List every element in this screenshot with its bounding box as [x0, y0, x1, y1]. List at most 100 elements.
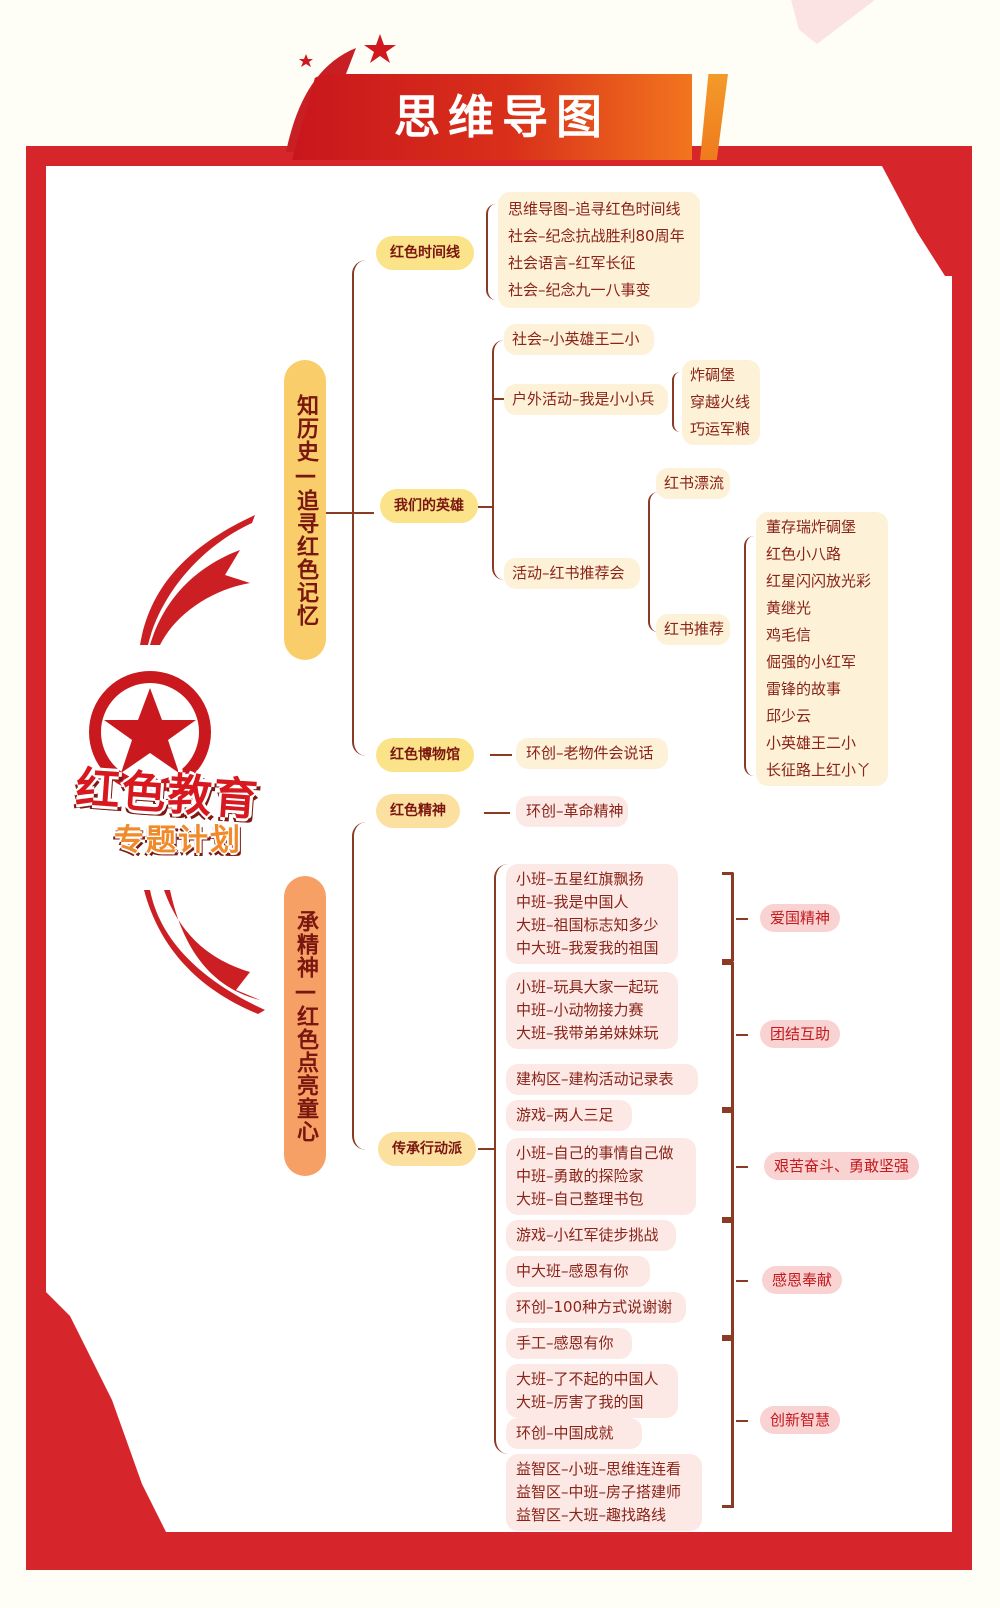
connector-line [490, 754, 512, 756]
leaf-item: 益智区–大班–趣找路线 [516, 1506, 667, 1524]
activity-group: 小班–自己的事情自己做 中班–勇敢的探险家 大班–自己整理书包 [506, 1138, 696, 1215]
leaf-item: 小班–自己的事情自己做 [516, 1144, 674, 1162]
connector-line [352, 260, 366, 756]
leaf-item: 邱少云 [766, 707, 812, 725]
leaf-item: 小班–玩具大家一起玩 [516, 978, 659, 996]
title-banner [292, 74, 692, 160]
leaf-item: 中班–小动物接力赛 [516, 1001, 644, 1019]
decorative-ribbon [790, 0, 880, 44]
leaf-item: 社会–小英雄王二小 [504, 324, 654, 355]
theme-bracket [722, 872, 734, 962]
leaf-item: 大班–祖国标志知多少 [516, 916, 659, 934]
leaf-text: 户外活动–我是小小兵 [512, 390, 655, 408]
connector-line [352, 822, 366, 1150]
connector-line [494, 864, 508, 1454]
theme-bracket [722, 962, 734, 1110]
theme-text: 创新智慧 [770, 1411, 831, 1429]
branch-root-spirit: 承精神—红色点亮童心 [284, 876, 326, 1176]
activity-group: 环创–100种方式说谢谢 [506, 1292, 686, 1323]
connector-line [736, 1166, 748, 1168]
theme-text: 艰苦奋斗、勇敢坚强 [774, 1157, 910, 1175]
leaf-item: 手工–感恩有你 [516, 1334, 614, 1352]
leaf-item: 红书漂流 [656, 468, 730, 499]
theme-tag-innovation: 创新智慧 [760, 1406, 841, 1434]
connector-line [736, 1280, 748, 1282]
activity-group: 环创–中国成就 [506, 1418, 642, 1449]
connector-line [352, 512, 374, 514]
leaf-item: 长征路上红小丫 [766, 761, 872, 779]
connector-line [478, 1148, 496, 1150]
category-action[interactable]: 传承行动派 [374, 1124, 476, 1166]
activity-group: 中大班–感恩有你 [506, 1256, 650, 1287]
connector-line [326, 512, 354, 514]
category-red-spirit[interactable]: 红色精神 [372, 786, 460, 828]
category-our-heroes[interactable]: 我们的英雄 [376, 481, 478, 523]
leaf-item: 红星闪闪放光彩 [766, 572, 872, 590]
leaf-item: 环创–革命精神 [516, 796, 628, 827]
page-frame [26, 146, 972, 1570]
page-title: 思维导图 [394, 90, 610, 144]
leaf-item: 穿越火线 [690, 393, 751, 411]
theme-text: 爱国精神 [770, 909, 831, 927]
leaf-item: 大班–厉害了我的国 [516, 1393, 644, 1411]
leaf-item: 大班–了不起的中国人 [516, 1370, 659, 1388]
leaf-item: 中班–我是中国人 [516, 893, 629, 911]
theme-tag-perseverance: 艰苦奋斗、勇敢坚强 [764, 1152, 920, 1180]
category-label: 红色精神 [390, 803, 446, 819]
theme-text: 团结互助 [770, 1025, 831, 1043]
leaf-item: 中大班–我爱我的祖国 [516, 939, 659, 957]
ribbon-icon [140, 515, 255, 645]
red-star-icon [89, 671, 211, 793]
leaf-item: 雷锋的故事 [766, 680, 842, 698]
ribbon-icon [144, 890, 265, 1014]
activity-group: 手工–感恩有你 [506, 1328, 632, 1359]
leaf-text: 活动–红书推荐会 [512, 564, 625, 582]
content-area [46, 166, 952, 1532]
theme-tag-patriotism: 爱国精神 [760, 904, 841, 932]
category-label: 红色时间线 [390, 245, 460, 261]
branch-root-history: 知历史—追寻红色记忆 [284, 360, 326, 660]
activity-group: 大班–了不起的中国人 大班–厉害了我的国 [506, 1364, 678, 1418]
leaf-item: 游戏–小红军徒步挑战 [516, 1226, 659, 1244]
leaf-item: 炸碉堡 [690, 366, 736, 384]
connector-line [492, 340, 504, 580]
leaf-item: 小班–五星红旗飘扬 [516, 870, 644, 888]
category-red-timeline[interactable]: 红色时间线 [372, 228, 474, 270]
connector-line [736, 1034, 748, 1036]
leaf-text: 红书推荐 [664, 620, 725, 638]
category-label: 我们的英雄 [394, 498, 464, 514]
leaf-item: 环创–中国成就 [516, 1424, 614, 1442]
category-red-museum[interactable]: 红色博物馆 [372, 730, 474, 772]
leaf-item: 黄继光 [766, 599, 812, 617]
activity-group: 游戏–小红军徒步挑战 [506, 1220, 676, 1251]
leaf-item: 活动–红书推荐会 [504, 558, 640, 589]
branch-title: 知历史—追寻红色记忆 [293, 393, 318, 627]
category-label: 红色博物馆 [390, 747, 460, 763]
activity-group: 益智区–小班–思维连连看 益智区–中班–房子搭建师 益智区–大班–趣找路线 [506, 1454, 702, 1531]
theme-tag-unity: 团结互助 [760, 1020, 841, 1048]
leaf-text: 环创–老物件会说话 [526, 744, 654, 762]
theme-bracket [722, 1110, 734, 1220]
emblem: 红色教育 专题计划 [70, 650, 310, 890]
connector-line [478, 506, 494, 508]
leaf-item: 中大班–感恩有你 [516, 1262, 629, 1280]
leaf-item: 社会–纪念抗战胜利80周年 [508, 227, 685, 245]
leaf-item: 小英雄王二小 [766, 734, 857, 752]
leaf-group: 思维导图–追寻红色时间线 社会–纪念抗战胜利80周年 社会语言–红军长征 社会–… [498, 192, 700, 308]
connector-line [736, 918, 748, 920]
connector-line [672, 372, 680, 432]
leaf-item: 大班–自己整理书包 [516, 1190, 644, 1208]
leaf-item: 红色小八路 [766, 545, 842, 563]
theme-tag-gratitude: 感恩奉献 [762, 1266, 843, 1294]
leaf-item: 鸡毛信 [766, 626, 812, 644]
connector-line [494, 398, 504, 400]
leaf-item: 红书推荐 [656, 614, 730, 645]
leaf-item: 思维导图–追寻红色时间线 [508, 200, 681, 218]
leaf-item: 益智区–中班–房子搭建师 [516, 1483, 682, 1501]
leaf-item: 大班–我带弟弟妹妹玩 [516, 1024, 659, 1042]
leaf-text: 环创–革命精神 [526, 802, 624, 820]
leaf-item: 户外活动–我是小小兵 [504, 384, 668, 415]
theme-bracket [722, 1338, 734, 1508]
leaf-item: 游戏–两人三足 [516, 1106, 614, 1124]
category-label: 传承行动派 [392, 1141, 462, 1157]
